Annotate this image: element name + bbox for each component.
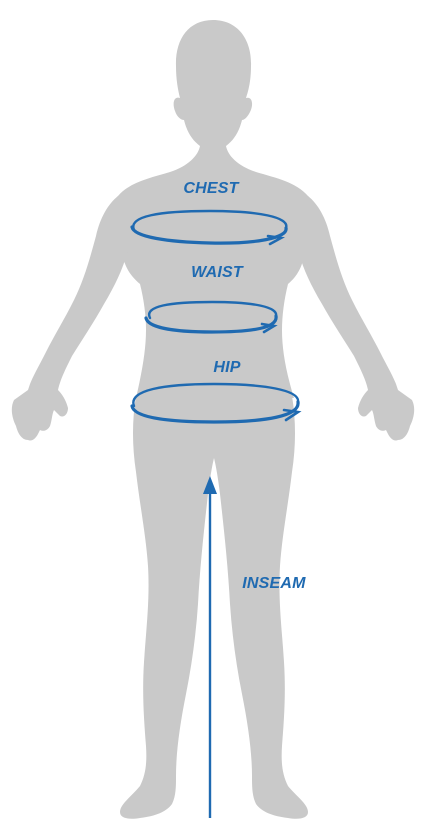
head-shape (174, 20, 252, 158)
inseam-measurement (203, 476, 217, 818)
legs-shape (120, 396, 308, 819)
waist-label: WAIST (191, 264, 244, 281)
human-body-silhouette (12, 20, 414, 819)
hip-label: HIP (213, 359, 240, 376)
inseam-label: INSEAM (242, 575, 306, 592)
chest-label: CHEST (183, 180, 239, 197)
left-arm-shape (12, 196, 128, 441)
right-arm-shape (298, 196, 414, 441)
